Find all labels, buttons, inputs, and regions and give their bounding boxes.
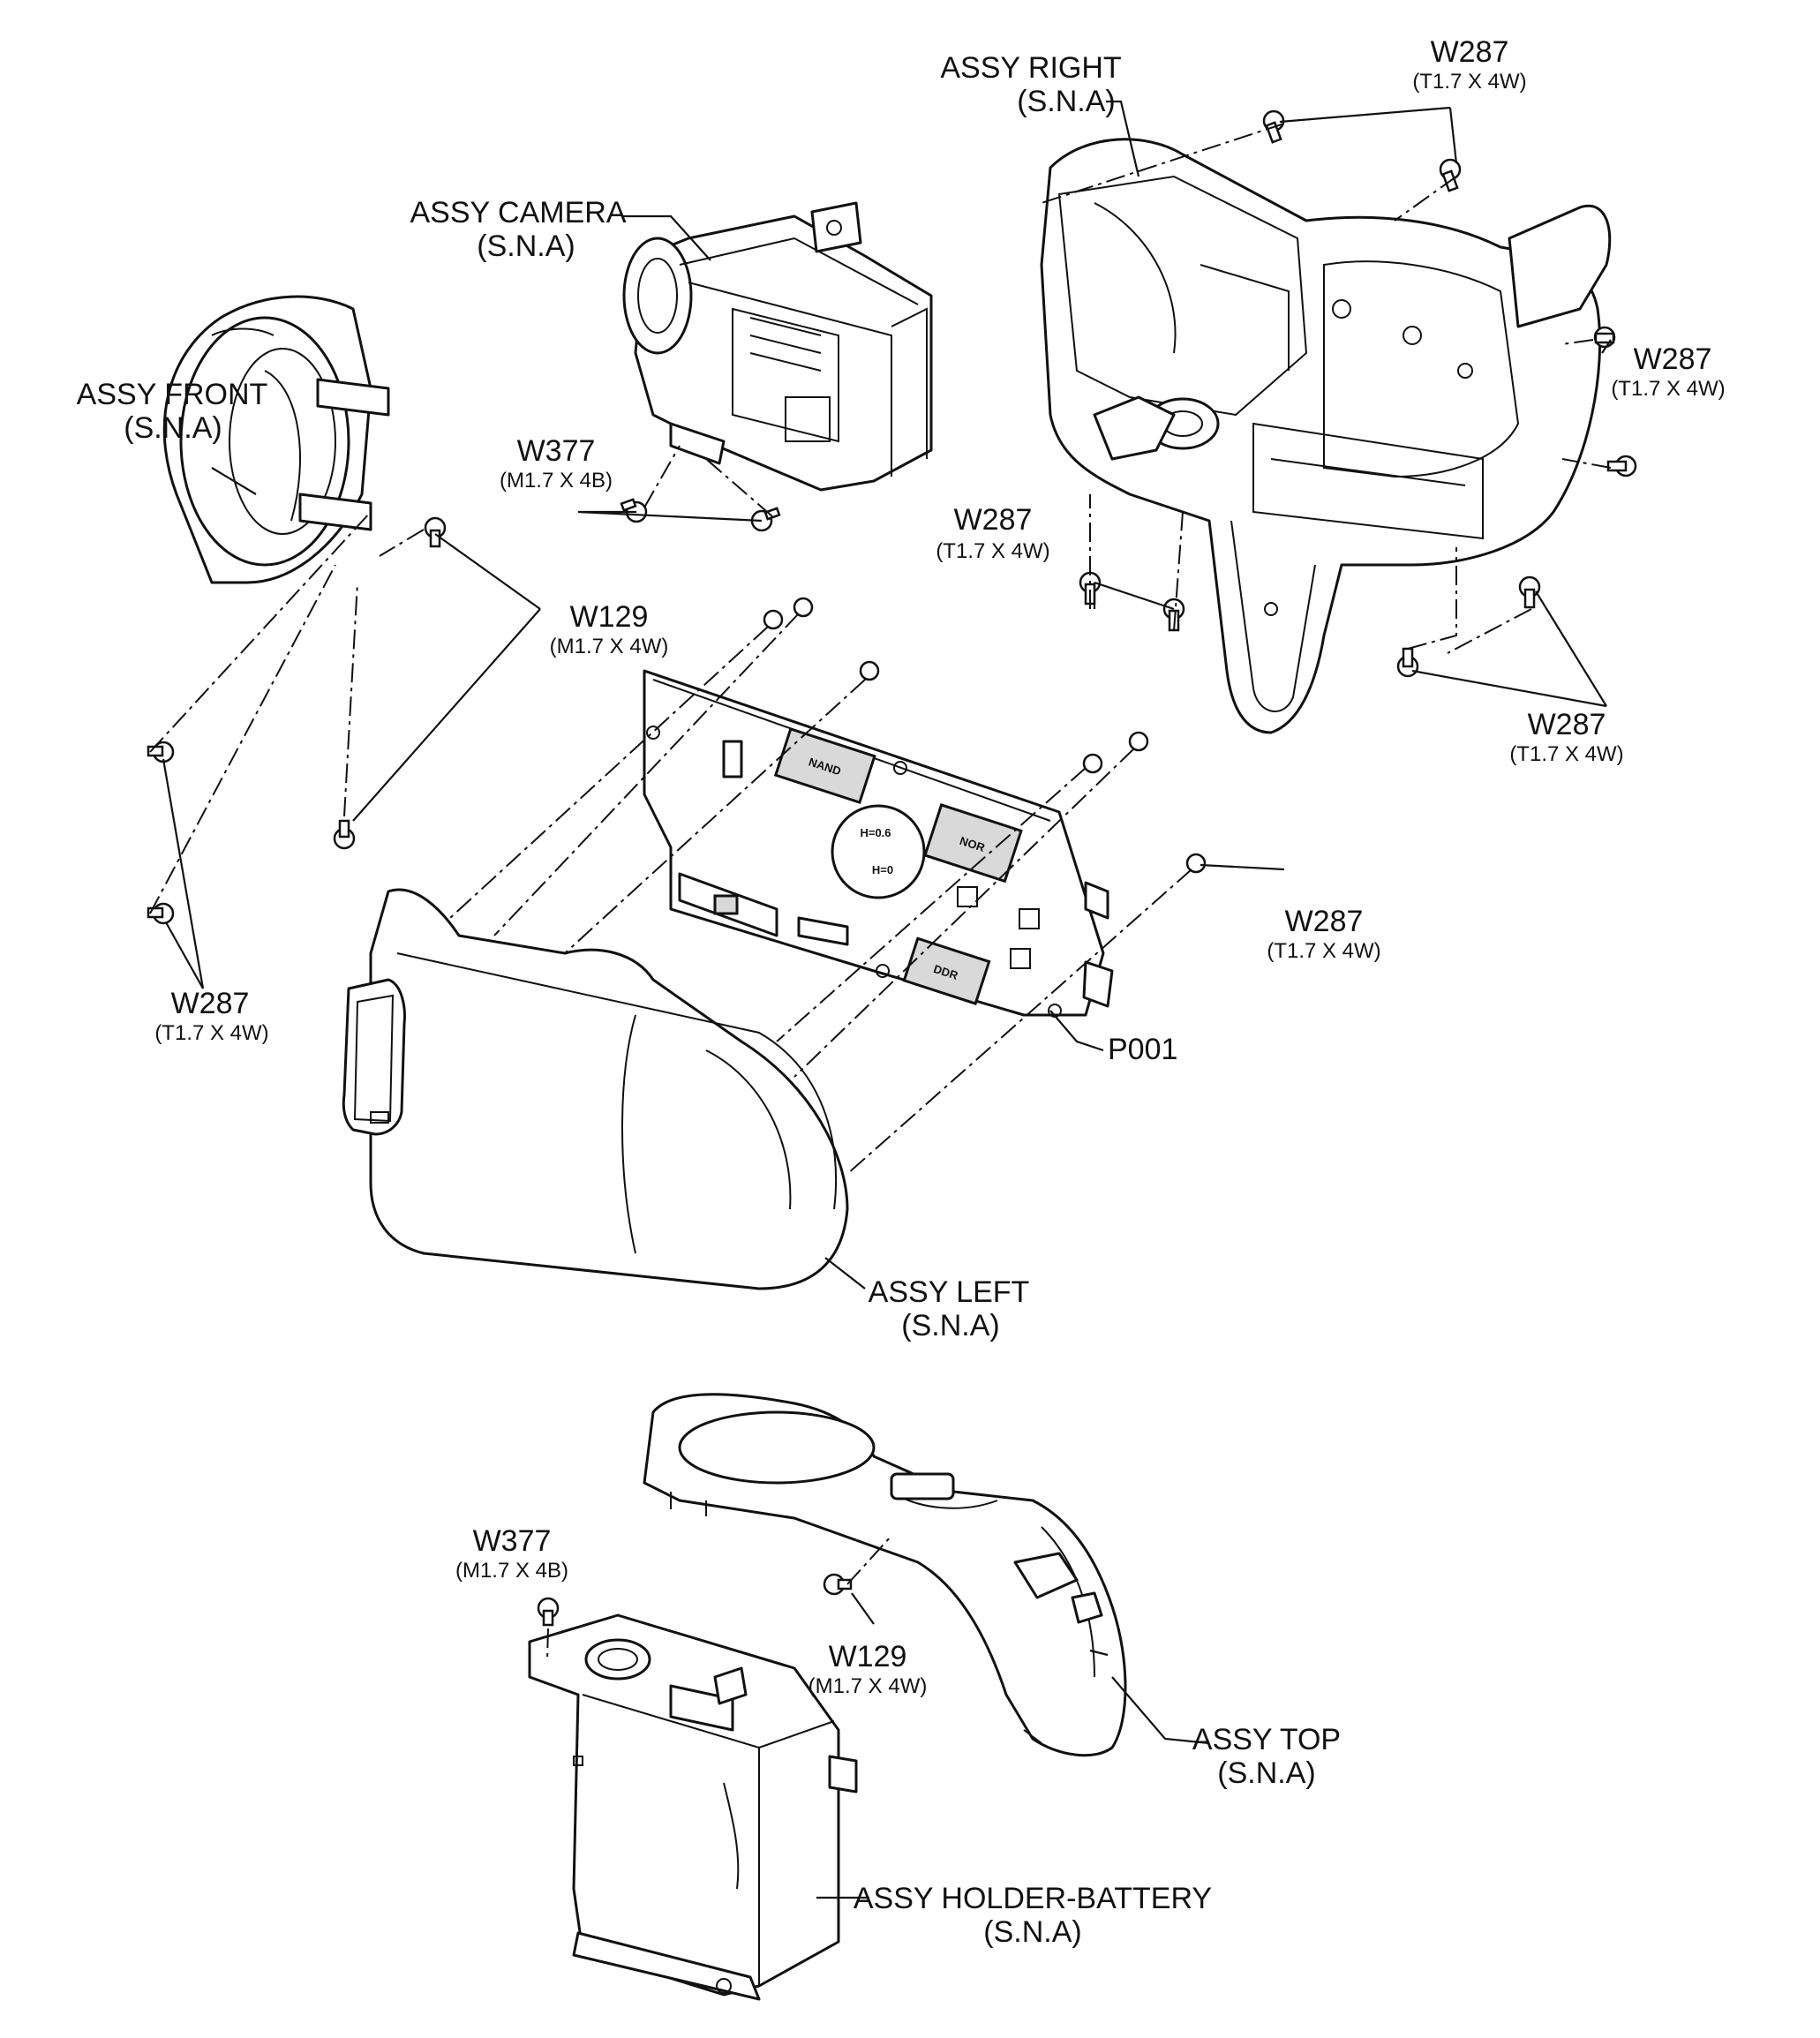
label-w377-upper-spec: (M1.7 X 4B) — [500, 469, 613, 493]
label-w129-lower-spec: (M1.7 X 4W) — [808, 1674, 928, 1698]
label-w377-upper: W377 — [517, 434, 596, 468]
screw-w287-board-4 — [1082, 753, 1103, 774]
height-note-06: H=0.6 — [860, 826, 891, 839]
label-assy-front-note: (S.N.A) — [124, 411, 222, 445]
label-assy-camera-note: (S.N.A) — [477, 229, 575, 263]
screw-w377-lower — [537, 1597, 560, 1627]
label-assy-right-note: (S.N.A) — [1017, 85, 1115, 118]
label-w287-left: W287 — [171, 987, 250, 1020]
label-w287-board-spec: (T1.7 X 4W) — [1267, 939, 1380, 963]
label-w129-lower: W129 — [829, 1640, 907, 1673]
screw-w287-board-2 — [793, 597, 814, 618]
screw-w287-board-5 — [1128, 731, 1149, 752]
label-assy-left-note: (S.N.A) — [901, 1309, 999, 1342]
assy-camera-part — [622, 201, 933, 492]
label-assy-holder-battery-note: (S.N.A) — [983, 1915, 1081, 1949]
screw-w287-right-2 — [1606, 455, 1637, 478]
label-w287-rlower-spec: (T1.7 X 4W) — [1509, 742, 1623, 766]
leader-lines — [162, 100, 1612, 1899]
label-w287-center-spec: (T1.7 X 4W) — [936, 539, 1049, 563]
label-assy-right: ASSY RIGHT — [940, 51, 1121, 85]
label-w287-center: W287 — [954, 503, 1033, 537]
label-w129-upper: W129 — [570, 600, 649, 634]
p001-board-part: NAND NOR DDR H=0.6 H=0 — [643, 669, 1114, 1018]
label-w287-board: W287 — [1285, 905, 1364, 938]
label-w287-right: W287 — [1634, 342, 1712, 376]
label-assy-holder-battery: ASSY HOLDER-BATTERY — [854, 1882, 1212, 1915]
label-w377-lower: W377 — [473, 1524, 552, 1558]
label-w129-upper-spec: (M1.7 X 4W) — [550, 635, 669, 658]
assy-front-part — [162, 295, 390, 584]
screw-w287-left-1 — [147, 741, 175, 763]
screw-w287-board-3 — [859, 660, 880, 681]
label-w287-right-spec: (T1.7 X 4W) — [1611, 377, 1725, 401]
screw-w129-upper-2 — [333, 819, 356, 850]
label-assy-front: ASSY FRONT — [77, 378, 268, 411]
label-w287-top-spec: (T1.7 X 4W) — [1412, 70, 1526, 94]
screw-w129-lower — [823, 1573, 853, 1596]
screw-w287-board-1 — [763, 609, 784, 630]
assy-top-part — [643, 1393, 1127, 1757]
assy-left-part — [342, 888, 849, 1290]
label-p001: P001 — [1108, 1033, 1177, 1066]
screw-w287-left-2 — [147, 902, 175, 925]
screw-w377-upper-1 — [620, 498, 648, 523]
label-w287-top: W287 — [1431, 35, 1509, 69]
label-w287-left-spec: (T1.7 X 4W) — [154, 1021, 268, 1045]
assy-holder-battery-part — [528, 1613, 858, 2001]
label-assy-top-note: (S.N.A) — [1217, 1756, 1315, 1790]
screw-w129-upper-1 — [424, 516, 447, 548]
assembly-lines — [149, 123, 1612, 1660]
screw-w287-right-1 — [1593, 326, 1616, 349]
height-note-0: H=0 — [872, 863, 893, 876]
label-w287-rlower: W287 — [1528, 708, 1606, 741]
label-assy-camera: ASSY CAMERA — [410, 196, 626, 229]
screw-w287-board-6 — [1185, 853, 1207, 874]
assy-right-part — [1040, 138, 1612, 734]
label-assy-left: ASSY LEFT — [869, 1275, 1030, 1309]
label-assy-top: ASSY TOP — [1192, 1723, 1341, 1756]
label-w377-lower-spec: (M1.7 X 4B) — [455, 1559, 568, 1583]
part-labels: ASSY RIGHT (S.N.A) ASSY CAMERA (S.N.A) A… — [77, 35, 1726, 1949]
screw-w287-rlow-1 — [1518, 575, 1541, 609]
